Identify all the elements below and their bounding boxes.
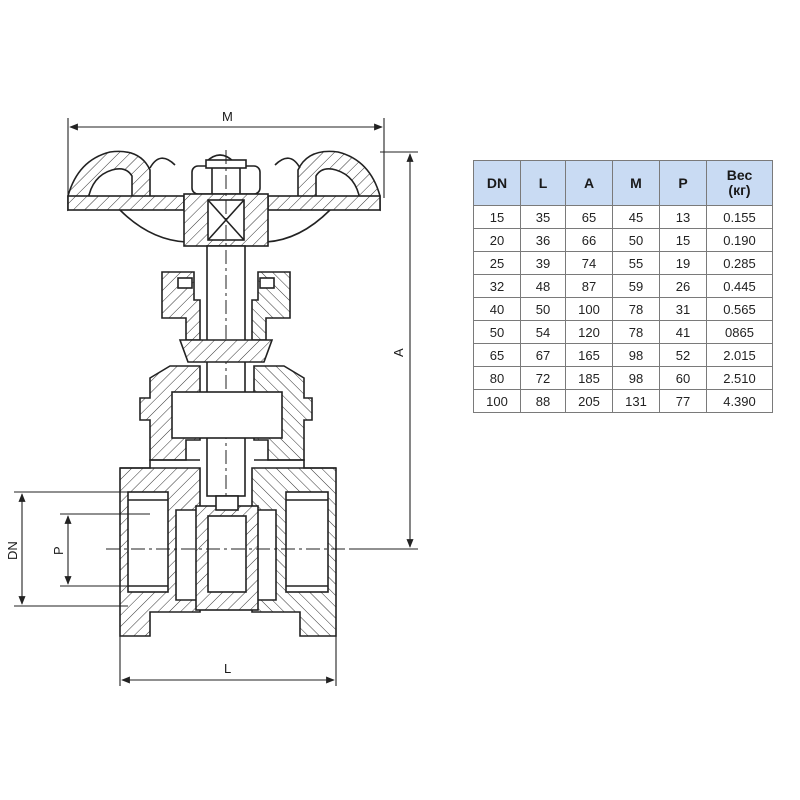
table-cell: 31 xyxy=(659,297,707,321)
table-cell: 59 xyxy=(612,274,660,298)
table-cell: 67 xyxy=(520,343,566,367)
table-cell: 87 xyxy=(565,274,613,298)
table-cell: 72 xyxy=(520,366,566,390)
table-cell: 25 xyxy=(473,251,521,275)
dimension-m xyxy=(67,118,385,198)
table-cell: 13 xyxy=(659,205,707,229)
handwheel xyxy=(67,150,381,243)
table-cell: 54 xyxy=(520,320,566,344)
table-cell: 88 xyxy=(520,389,566,413)
header-m: M xyxy=(612,160,660,206)
dimension-p xyxy=(60,513,150,587)
table-cell: 60 xyxy=(659,366,707,390)
table-cell: 45 xyxy=(612,205,660,229)
table-cell: 52 xyxy=(659,343,707,367)
table-cell: 165 xyxy=(565,343,613,367)
table-cell: 78 xyxy=(612,320,660,344)
table-cell: 80 xyxy=(473,366,521,390)
table-cell: 98 xyxy=(612,343,660,367)
table-cell: 32 xyxy=(473,274,521,298)
table-cell: 41 xyxy=(659,320,707,344)
table-cell: 0.190 xyxy=(706,228,773,252)
table-cell: 78 xyxy=(612,297,660,321)
table-cell: 26 xyxy=(659,274,707,298)
table-cell: 65 xyxy=(473,343,521,367)
dimension-m-label: M xyxy=(222,109,233,124)
table-cell: 20 xyxy=(473,228,521,252)
table-cell: 35 xyxy=(520,205,566,229)
table-cell: 185 xyxy=(565,366,613,390)
table-cell: 50 xyxy=(612,228,660,252)
table-cell: 55 xyxy=(612,251,660,275)
table-cell: 74 xyxy=(565,251,613,275)
table-cell: 15 xyxy=(473,205,521,229)
table-cell: 36 xyxy=(520,228,566,252)
table-cell: 39 xyxy=(520,251,566,275)
dimension-l xyxy=(119,636,337,686)
header-dn: DN xyxy=(473,160,521,206)
table-cell: 15 xyxy=(659,228,707,252)
header-p: P xyxy=(659,160,707,206)
dimension-a-label: A xyxy=(391,348,406,357)
header-l: L xyxy=(520,160,566,206)
table-cell: 40 xyxy=(473,297,521,321)
table-cell: 0.155 xyxy=(706,205,773,229)
table-cell: 19 xyxy=(659,251,707,275)
table-cell: 0.285 xyxy=(706,251,773,275)
table-cell: 131 xyxy=(612,389,660,413)
table-header-row: DN L A M P Вес (кг) xyxy=(473,160,773,206)
table-cell: 50 xyxy=(473,320,521,344)
dimension-a xyxy=(352,151,418,550)
table-cell: 205 xyxy=(565,389,613,413)
dimension-p-label: P xyxy=(51,546,66,555)
table-cell: 2.510 xyxy=(706,366,773,390)
table-cell: 4.390 xyxy=(706,389,773,413)
table-cell: 100 xyxy=(565,297,613,321)
table-cell: 0865 xyxy=(706,320,773,344)
table-cell: 66 xyxy=(565,228,613,252)
table-cell: 48 xyxy=(520,274,566,298)
table-cell: 100 xyxy=(473,389,521,413)
valve-body xyxy=(119,459,337,637)
table-cell: 98 xyxy=(612,366,660,390)
table-cell: 120 xyxy=(565,320,613,344)
dimension-l-label: L xyxy=(224,661,231,676)
table-cell: 0.565 xyxy=(706,297,773,321)
header-a: A xyxy=(565,160,613,206)
table-cell: 0.445 xyxy=(706,274,773,298)
gate-wedge xyxy=(195,495,259,611)
header-weight: Вес (кг) xyxy=(706,160,773,206)
table-cell: 2.015 xyxy=(706,343,773,367)
table-cell: 65 xyxy=(565,205,613,229)
table-cell: 77 xyxy=(659,389,707,413)
dimension-dn xyxy=(14,491,128,607)
dimension-dn-label: DN xyxy=(5,541,20,560)
table-cell: 50 xyxy=(520,297,566,321)
